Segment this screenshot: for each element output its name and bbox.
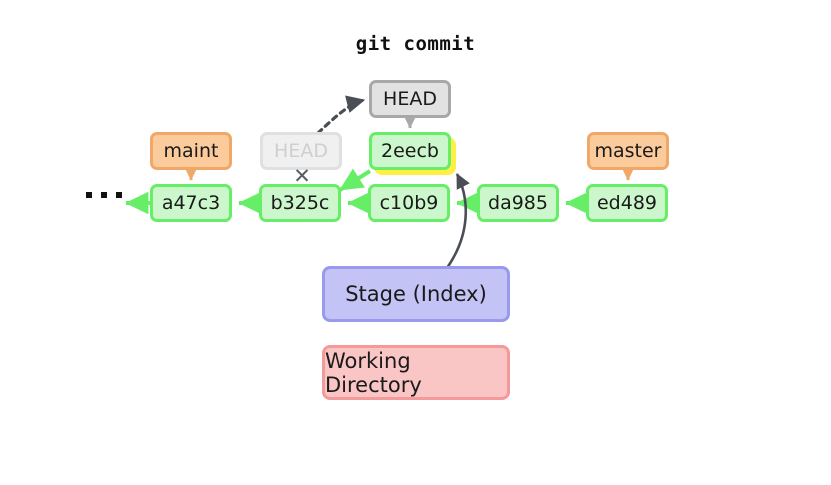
head-pointer-previous-box: HEAD [260,132,342,170]
commit-node-a47c3[interactable]: a47c3 [150,184,232,222]
head-pointer-label: HEAD [383,88,437,110]
arrow-stage-to-2eecb [445,173,470,269]
commit-node-da985[interactable]: da985 [477,184,559,222]
head-pointer-box[interactable]: HEAD [369,80,451,118]
working-directory-box[interactable]: Working Directory [322,345,510,400]
head-pointer-previous-label: HEAD [274,140,328,162]
commit-label-2eecb: 2eecb [381,140,439,162]
diagram-title: git commit [355,33,476,55]
commit-label-da985: da985 [488,192,548,214]
arrow-2eecb-to-b325c [338,168,372,192]
ellipsis-dots-icon [86,192,122,198]
commit-label-a47c3: a47c3 [161,192,221,214]
arrow-head-moved-dashed [316,95,366,135]
commit-node-b325c[interactable]: b325c [259,184,341,222]
commit-node-c10b9[interactable]: c10b9 [368,184,450,222]
branch-label-maint-text: maint [163,140,219,162]
branch-label-maint[interactable]: maint [150,132,232,170]
commit-label-ed489: ed489 [596,192,657,214]
working-directory-label: Working Directory [325,348,422,397]
commit-label-c10b9: c10b9 [379,192,439,214]
branch-label-master[interactable]: master [587,132,669,170]
stage-index-label: Stage (Index) [345,282,487,306]
x-cross-icon: ✕ [293,164,311,188]
commit-label-b325c: b325c [270,192,330,214]
stage-index-box[interactable]: Stage (Index) [322,266,510,322]
branch-label-master-text: master [594,140,662,162]
commit-node-ed489[interactable]: ed489 [586,184,668,222]
commit-node-2eecb[interactable]: 2eecb [369,132,451,170]
